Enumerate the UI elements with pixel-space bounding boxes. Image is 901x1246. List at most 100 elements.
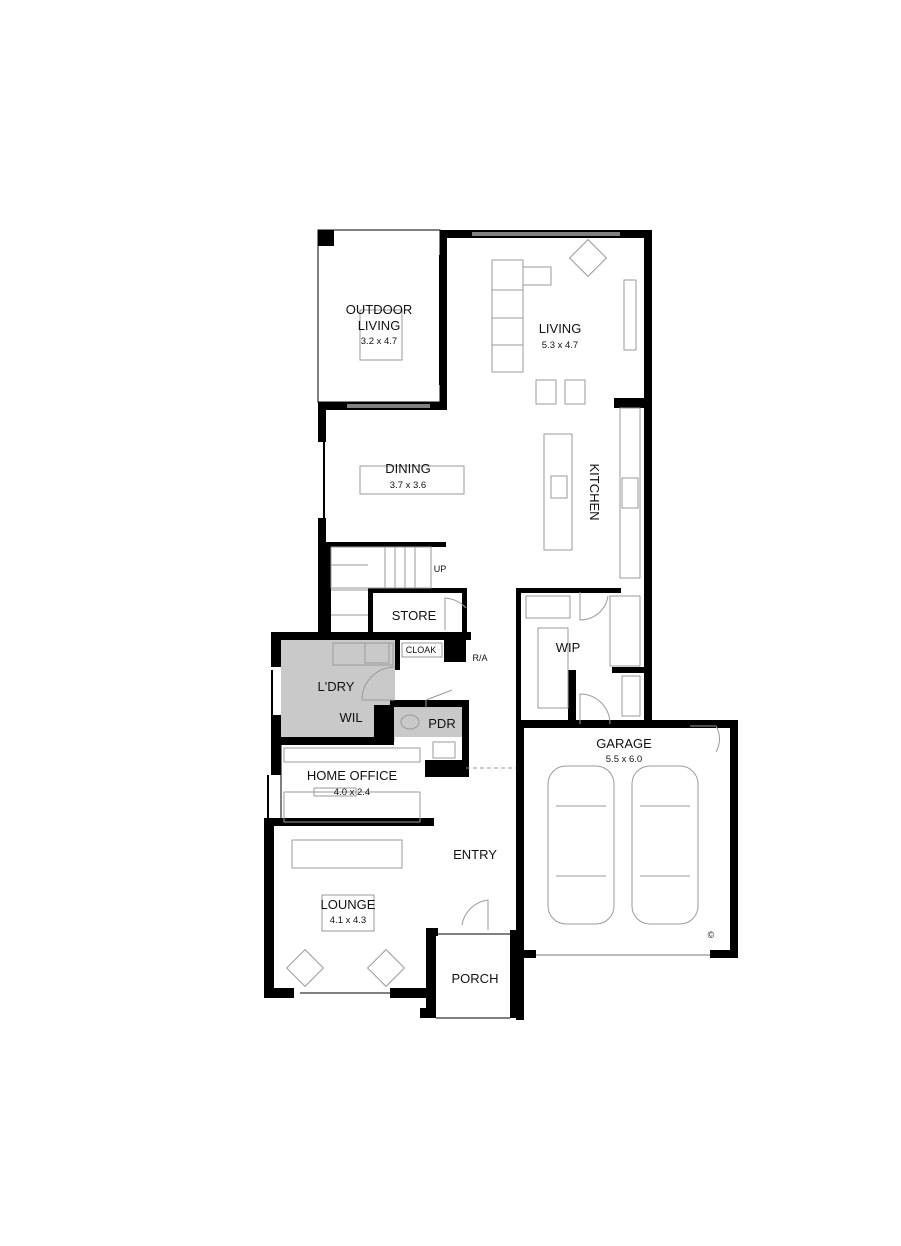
laundry-label: L'DRY xyxy=(318,679,355,694)
wil-label: WIL xyxy=(339,710,362,725)
living-right-wall xyxy=(644,230,652,720)
pdr-label: PDR xyxy=(428,716,455,731)
walls xyxy=(264,230,738,1020)
copyright-mark: © xyxy=(708,930,715,940)
wil-right-block xyxy=(374,705,394,745)
furniture xyxy=(283,238,699,988)
lounge-armchair xyxy=(366,948,406,988)
lounge-coffee-table xyxy=(321,894,375,932)
home-office-size: 4.0 x 2.4 xyxy=(334,787,370,798)
room-labels: OUTDOOR LIVING 3.2 x 4.7 LIVING 5.3 x 4.… xyxy=(307,302,715,986)
outdoor-living-size: 3.2 x 4.7 xyxy=(361,336,397,347)
pantry-shelf-wall xyxy=(612,667,644,673)
dining-label: DINING xyxy=(385,461,431,476)
garage-internal-door xyxy=(579,693,611,725)
lounge-left-wall xyxy=(264,818,274,998)
fridge-space xyxy=(621,675,641,717)
stair-wall-left xyxy=(326,542,331,638)
laundry-tub xyxy=(364,642,390,664)
cloak-left-wall xyxy=(395,640,400,670)
outdoor-post xyxy=(318,230,334,246)
entry-label: ENTRY xyxy=(453,847,497,862)
toilet xyxy=(400,714,420,730)
entry-door-left xyxy=(426,928,438,936)
porch-left-wall xyxy=(426,930,436,1018)
dining-table xyxy=(359,465,465,495)
basin xyxy=(432,741,456,759)
lounge-label: LOUNGE xyxy=(321,897,376,912)
living-left-wall xyxy=(440,230,447,410)
living-label: LIVING xyxy=(539,321,582,336)
porch-right-wall xyxy=(510,930,524,1018)
garage-label: GARAGE xyxy=(596,736,652,751)
garage-side-door xyxy=(690,725,720,753)
stair-wall-inner xyxy=(368,588,373,638)
porch-left-post xyxy=(420,1008,436,1018)
kitchen-wall-block xyxy=(614,398,644,408)
kitchen-island xyxy=(543,433,573,551)
wip-label: WIP xyxy=(556,640,581,655)
tv-unit xyxy=(623,279,637,351)
ra-label: R/A xyxy=(472,653,487,663)
dining-left-wall-top xyxy=(318,402,326,442)
entry-door xyxy=(461,899,489,930)
lounge-size: 4.1 x 4.3 xyxy=(330,915,366,926)
car-left xyxy=(547,765,615,925)
pdr-right-wall xyxy=(462,700,469,777)
laundry-left-wall-top xyxy=(271,632,281,667)
wip-top-wall xyxy=(521,588,621,593)
kitchen-label: KITCHEN xyxy=(587,463,602,520)
outdoor-table xyxy=(359,309,403,361)
stair-wall-mid xyxy=(368,588,466,593)
lounge-sofa xyxy=(291,839,403,869)
lounge-bottom-left xyxy=(264,988,294,998)
garage-bottom-left xyxy=(524,950,536,958)
office-top-wall xyxy=(281,737,394,745)
porch-label: PORCH xyxy=(452,971,499,986)
laundry-top-wall xyxy=(271,632,471,640)
doors xyxy=(361,592,720,930)
dining-left-wall-bottom xyxy=(318,518,326,638)
garage-left-wall xyxy=(516,720,524,1020)
living-sofa xyxy=(491,259,524,373)
wip-inner-wall xyxy=(568,670,576,725)
outlines xyxy=(267,229,710,1019)
stair-up-label: UP xyxy=(434,564,447,574)
garage-size: 5.5 x 6.0 xyxy=(606,754,642,765)
cloak-label: CLOAK xyxy=(406,645,437,655)
store-door xyxy=(444,597,467,630)
garage-right-wall xyxy=(730,720,738,958)
bar-stool xyxy=(564,379,586,405)
laundry-bench xyxy=(332,642,394,666)
wip-door xyxy=(579,592,609,621)
laundry-door xyxy=(361,666,396,701)
cooktop xyxy=(621,477,639,509)
dining-size: 3.7 x 3.6 xyxy=(390,480,426,491)
wip-shelf xyxy=(537,627,569,709)
wet-areas xyxy=(281,640,463,741)
wip-left-wall xyxy=(516,588,521,728)
laundry-left-wall-bottom xyxy=(271,715,281,775)
bar-stool xyxy=(535,379,557,405)
home-office-label: HOME OFFICE xyxy=(307,768,398,783)
wip-bench xyxy=(525,595,571,619)
kitchen-sink xyxy=(550,475,568,499)
store-right-wall xyxy=(462,588,467,638)
living-size: 5.3 x 4.7 xyxy=(542,340,578,351)
stair-wall-top xyxy=(326,542,446,547)
powder-room-fill xyxy=(395,707,463,737)
stairs xyxy=(330,546,432,616)
garage-top-wall xyxy=(516,720,738,728)
lounge-bottom-right xyxy=(390,988,436,998)
car-right xyxy=(631,765,699,925)
garage-bottom-right xyxy=(710,950,738,958)
office-desk xyxy=(283,791,421,823)
office-shelf xyxy=(283,747,421,763)
living-armchair xyxy=(568,238,608,278)
store-label: STORE xyxy=(392,608,437,623)
pdr-bottom-block xyxy=(425,760,469,777)
kitchen-bench xyxy=(619,407,641,579)
outdoor-living-label-2: LIVING xyxy=(358,318,401,333)
cloak-shelf xyxy=(401,642,443,658)
